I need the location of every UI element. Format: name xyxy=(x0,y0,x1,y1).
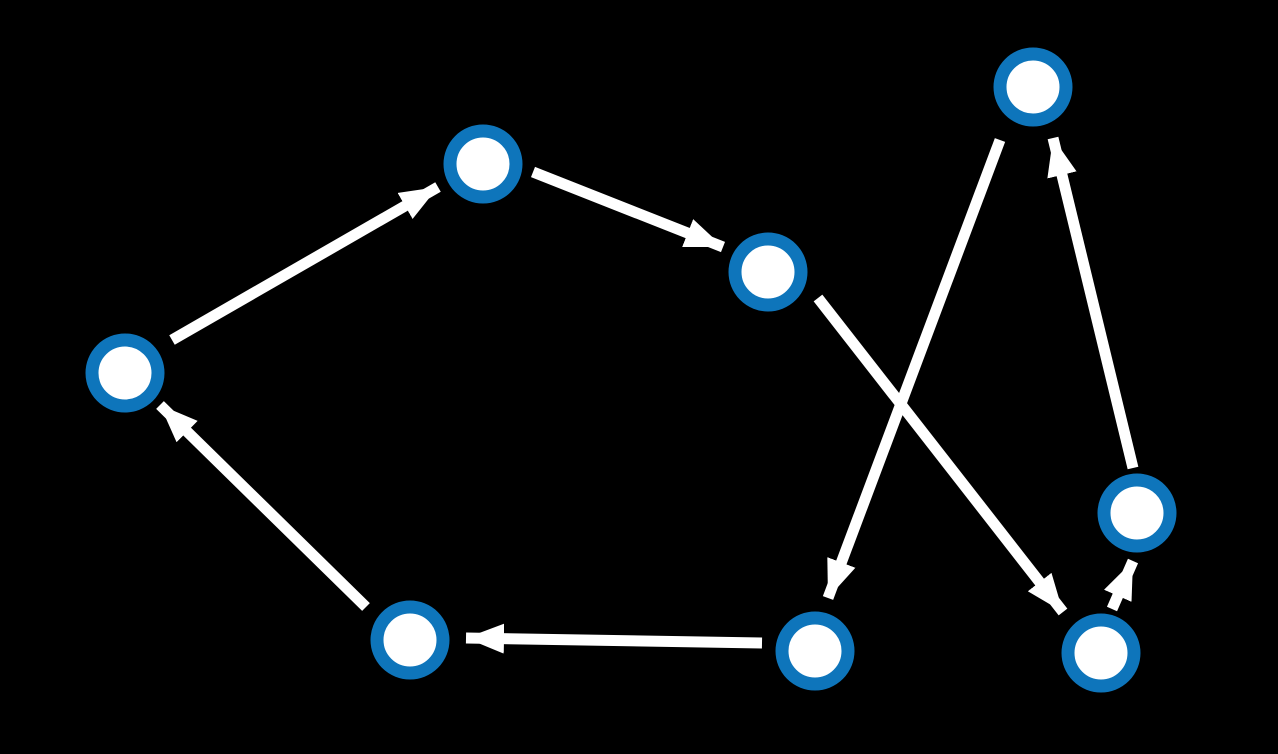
edge-node-upper-middle-to-node-center xyxy=(530,166,726,253)
edge-node-bottom-middle-to-node-bottom-left xyxy=(465,623,763,654)
node-left[interactable] xyxy=(85,333,165,413)
node-bottom-right[interactable] xyxy=(1061,613,1141,693)
edge-node-top-right-to-node-bottom-middle xyxy=(822,138,1006,600)
node-center[interactable] xyxy=(728,232,808,312)
node-right-middle[interactable] xyxy=(1097,473,1177,553)
node-bottom-middle[interactable] xyxy=(775,611,855,691)
node-top-right[interactable] xyxy=(993,47,1073,127)
edge-node-bottom-right-to-node-right-middle xyxy=(1104,558,1139,612)
edge-node-bottom-left-to-node-left xyxy=(156,401,370,611)
edge-node-center-to-node-bottom-right xyxy=(813,294,1068,616)
edge-node-left-to-node-upper-middle xyxy=(169,182,441,345)
node-bottom-left[interactable] xyxy=(370,600,450,680)
node-upper-middle[interactable] xyxy=(443,124,523,204)
edge-node-right-middle-to-node-top-right xyxy=(1047,136,1139,470)
